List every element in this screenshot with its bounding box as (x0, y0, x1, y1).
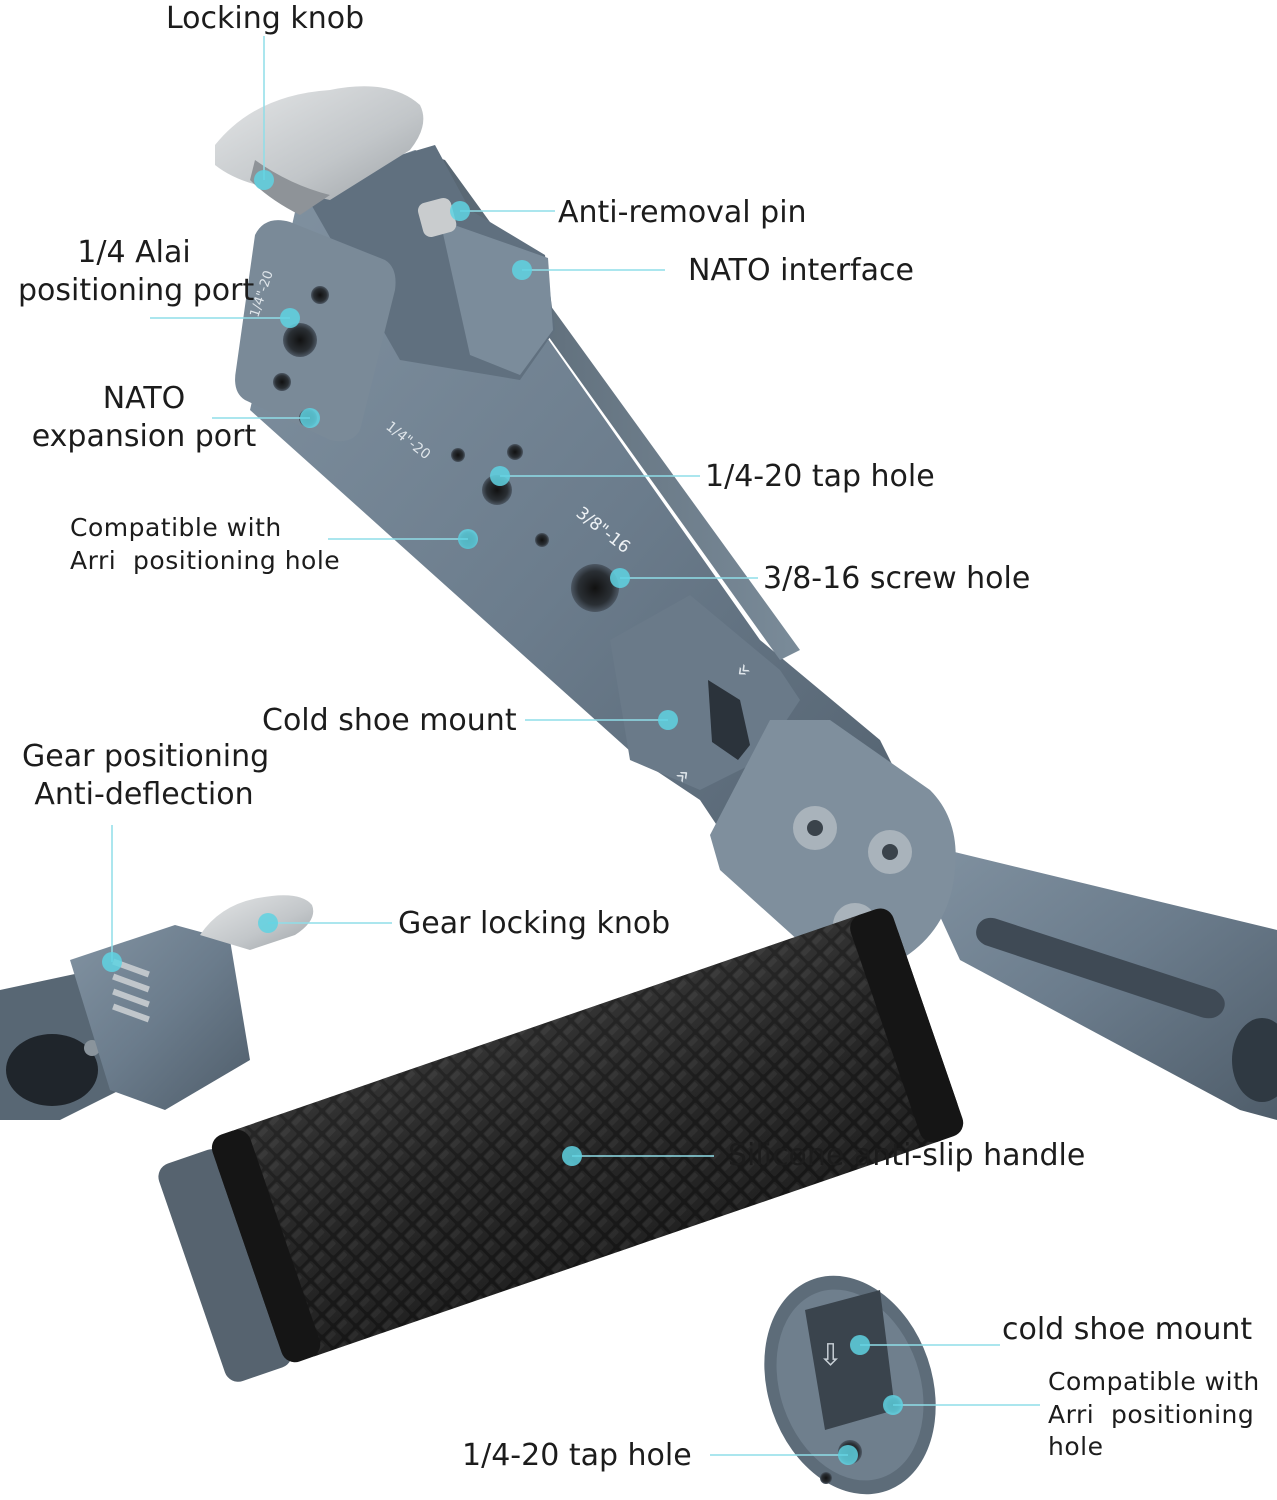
end-cap-cold-shoe (805, 1290, 895, 1430)
label-arri-hole-bottom-line-2: Arri positioning (1048, 1399, 1255, 1429)
label-gear-locking-knob: Gear locking knob (398, 906, 671, 941)
label-gear-positioning-line-2: Anti-deflection (34, 776, 254, 812)
plate-hole-2 (311, 286, 329, 304)
label-locking-knob: Locking knob (166, 1, 365, 36)
callout-dots (102, 170, 903, 1465)
label-silicone-handle: Silicone anti-slip handle (728, 1138, 1086, 1173)
cold-shoe-block (610, 595, 800, 790)
label-nato-interface: NATO interface (688, 253, 914, 288)
rod-clamp-hole (6, 1034, 98, 1106)
label-arri-hole-bottom-line-1: Compatible with (1048, 1367, 1260, 1396)
label-screw-hole: 3/8-16 screw hole (763, 561, 1031, 596)
label-arri-hole-top-line-1: Compatible with (70, 513, 282, 542)
label-arri-hole-bottom: Compatible with Arri positioning hole (1048, 1366, 1260, 1464)
alai-port-hole (283, 323, 317, 357)
gear-locking-knob (200, 895, 314, 950)
handle-band-left (211, 1129, 321, 1363)
label-arri-hole-top-line-2: Arri positioning hole (70, 545, 341, 575)
joint-plate (710, 720, 956, 968)
callout-lines (111, 36, 1040, 1456)
label-tap-hole-bottom: 1/4-20 tap hole (462, 1438, 692, 1473)
arm-small-hole-1 (451, 448, 465, 462)
arm-end-hole (1232, 1018, 1277, 1102)
handle-band-right (850, 908, 964, 1143)
label-cold-shoe-bottom: cold shoe mount (1002, 1312, 1253, 1347)
anti-removal-pin (417, 197, 457, 237)
label-gear-positioning: Gear positioning Anti-deflection (22, 738, 270, 813)
handle-collar (158, 1149, 292, 1382)
arm-slot (976, 917, 1225, 1019)
label-alai-port-line-2: positioning port (18, 272, 255, 308)
three-eighths-hole (571, 564, 619, 612)
label-cold-shoe-top: Cold shoe mount (262, 703, 517, 738)
label-nato-expansion: NATO expansion port (30, 380, 258, 455)
label-gear-positioning-line-1: Gear positioning (22, 739, 270, 774)
arrow-down-icon: ⇩ (818, 1338, 843, 1373)
arm-small-hole-3 (535, 533, 549, 547)
cold-shoe-slot (708, 680, 750, 760)
label-anti-removal-pin: Anti-removal pin (558, 195, 807, 230)
label-alai-port: 1/4 Alai positioning port (18, 234, 255, 309)
arm-small-hole-2 (507, 444, 523, 460)
nato-clamp-face (440, 220, 553, 375)
label-arri-hole-bottom-line-3: hole (1048, 1432, 1104, 1461)
plate-hole-3 (273, 373, 291, 391)
handle-assembly: ⇩ (0, 895, 964, 1495)
label-tap-hole-top: 1/4-20 tap hole (705, 459, 935, 494)
label-nato-expansion-line-2: expansion port (31, 418, 257, 454)
label-nato-expansion-line-1: NATO (102, 381, 186, 416)
label-arri-hole-top: Compatible with Arri positioning hole (70, 512, 340, 577)
label-alai-port-line-1: 1/4 Alai (77, 235, 191, 270)
top-arm-assembly: 1/4"-20 1/4"-20 3/8"-16 « » (215, 86, 1277, 1120)
